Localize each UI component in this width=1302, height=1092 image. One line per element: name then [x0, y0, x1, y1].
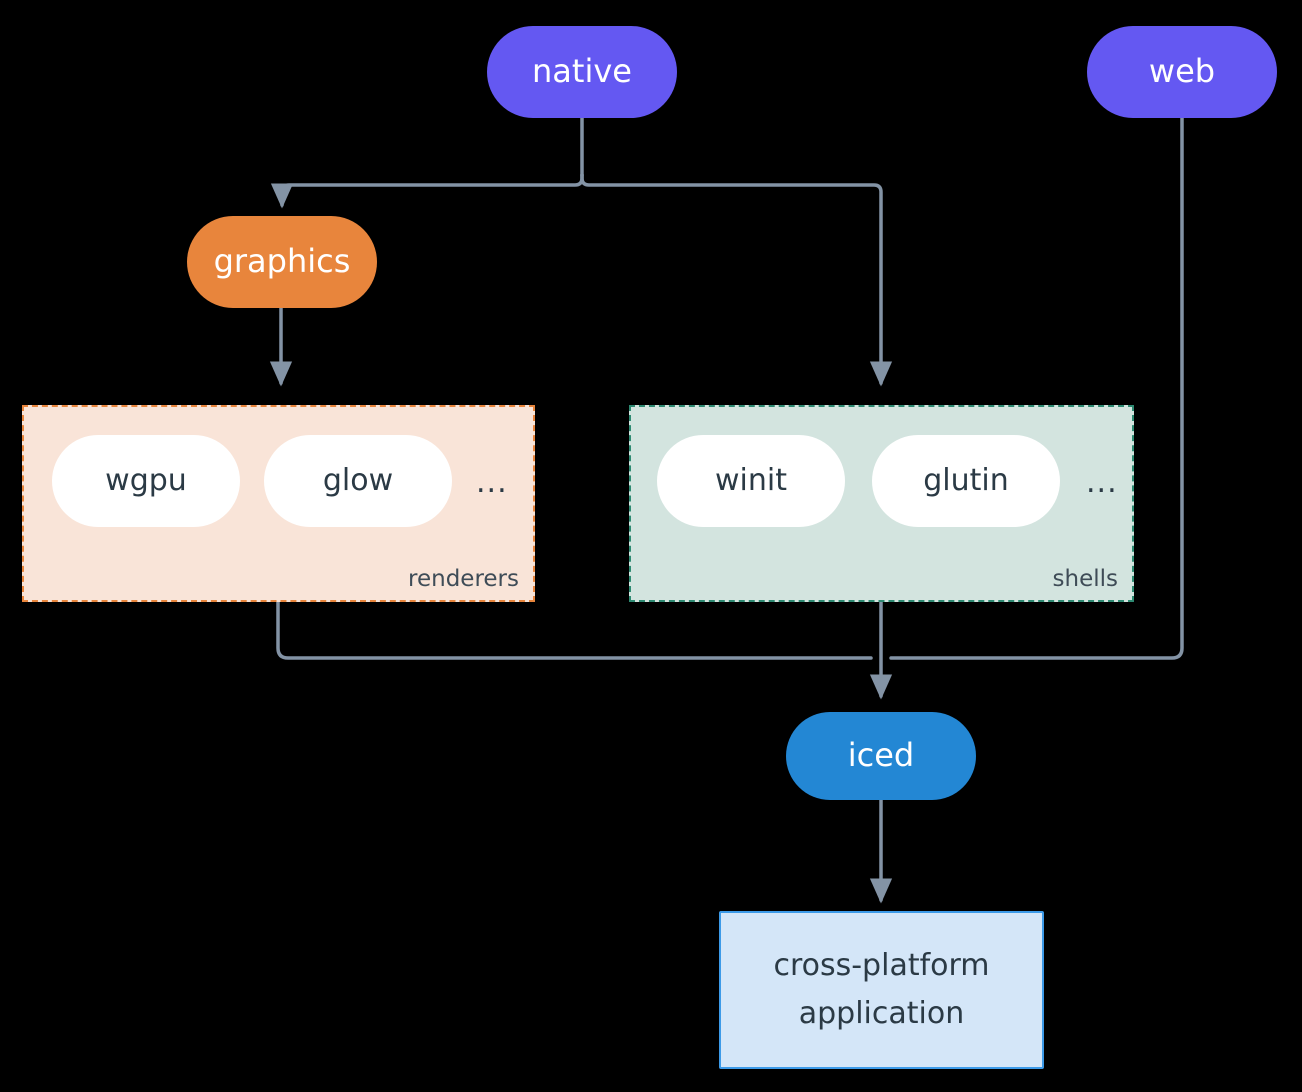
edge-native-to-graphics — [270, 173, 584, 209]
node-native[interactable]: native — [487, 26, 677, 118]
edge-renderers-to-iced — [276, 600, 873, 660]
node-winit[interactable]: winit — [657, 435, 845, 527]
node-winit-label: winit — [715, 463, 787, 499]
group-shells: winit glutin ... shells — [629, 405, 1134, 602]
node-iced[interactable]: iced — [786, 712, 976, 800]
node-glutin-label: glutin — [923, 463, 1009, 499]
application-label-line1: cross-platform — [773, 948, 990, 983]
group-shells-label: shells — [1052, 566, 1118, 592]
node-web[interactable]: web — [1087, 26, 1277, 118]
group-renderers-label: renderers — [408, 566, 519, 592]
node-glutin[interactable]: glutin — [872, 435, 1060, 527]
node-wgpu[interactable]: wgpu — [52, 435, 240, 527]
node-glow[interactable]: glow — [264, 435, 452, 527]
group-renderers: wgpu glow ... renderers — [22, 405, 535, 602]
node-wgpu-label: wgpu — [105, 463, 187, 499]
node-graphics[interactable]: graphics — [187, 216, 377, 308]
edge-native-to-shells — [580, 173, 893, 387]
application-label-line2: application — [798, 996, 965, 1031]
node-graphics-label: graphics — [213, 242, 351, 281]
renderers-ellipsis: ... — [476, 465, 508, 500]
node-glow-label: glow — [322, 463, 394, 499]
node-iced-label: iced — [847, 736, 915, 775]
node-cross-platform-application[interactable]: cross-platform application — [719, 911, 1044, 1069]
node-native-label: native — [532, 52, 632, 91]
shells-ellipsis: ... — [1086, 465, 1118, 500]
node-web-label: web — [1148, 52, 1216, 91]
